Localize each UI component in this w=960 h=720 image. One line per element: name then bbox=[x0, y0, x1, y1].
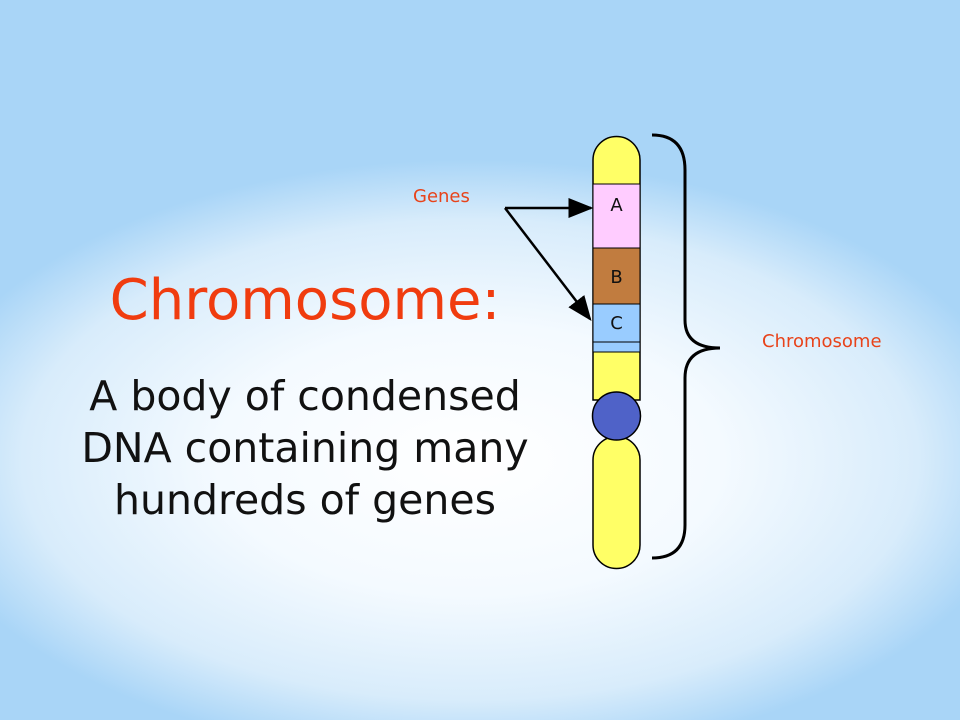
thin-band bbox=[592, 341, 641, 353]
definition-text: A body of condensed DNA containing many … bbox=[40, 370, 570, 526]
gene-letter-c: C bbox=[610, 313, 623, 334]
gene-letter-a: A bbox=[610, 195, 623, 216]
gene-band-a bbox=[592, 183, 641, 249]
definition-line: A body of condensed bbox=[89, 372, 521, 420]
gene-band-b bbox=[592, 247, 641, 305]
genes-label: Genes bbox=[413, 186, 470, 207]
chromosome-brace bbox=[651, 133, 721, 560]
definition-line: hundreds of genes bbox=[114, 476, 496, 524]
definition-line: DNA containing many bbox=[81, 424, 529, 472]
centromere bbox=[591, 391, 642, 441]
lower-arm bbox=[592, 435, 641, 570]
gene-letter-b: B bbox=[610, 267, 623, 288]
arrow-to-gene-c bbox=[504, 207, 592, 321]
slide-title: Chromosome: bbox=[109, 268, 501, 333]
chromosome-label: Chromosome bbox=[762, 331, 882, 352]
